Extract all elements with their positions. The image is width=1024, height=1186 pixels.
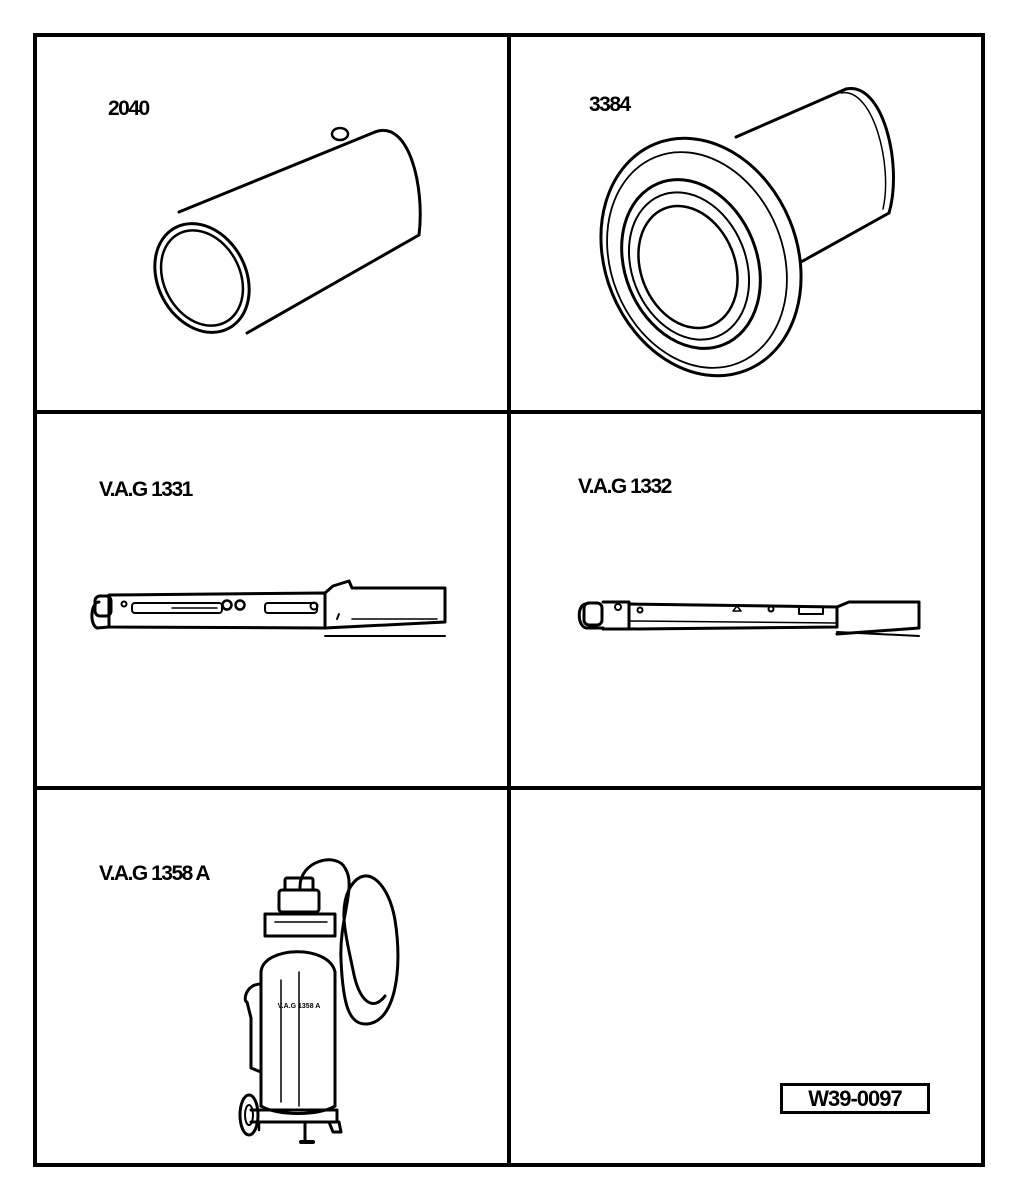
grid-divider-vertical xyxy=(507,37,511,1163)
torque-wrench-vag1332-drawing xyxy=(577,600,921,637)
figure-reference-code: W39-0097 xyxy=(808,1086,903,1111)
sleeve-2040-drawing xyxy=(153,126,422,335)
cell-tool-vag1332: V.A.G 1332 xyxy=(511,414,985,786)
tool-label-3384: 3384 xyxy=(589,93,631,116)
pressure-tank-vag1358a-drawing: V.A.G 1358 A xyxy=(238,858,400,1144)
cell-tool-3384: 3384 xyxy=(511,37,985,410)
cell-tool-vag1358a: V.A.G 1358 A xyxy=(37,790,507,1167)
cell-tool-vag1331: V.A.G 1331 xyxy=(37,414,507,786)
grid-divider-row-2 xyxy=(37,786,981,790)
cell-tool-2040: 2040 xyxy=(37,37,507,410)
tank-label-text: V.A.G 1358 A xyxy=(278,1003,321,1010)
figure-reference-box: W39-0097 xyxy=(780,1083,930,1114)
tool-label-2040: 2040 xyxy=(108,97,150,120)
tool-sheet: 2040 3384 xyxy=(33,33,985,1167)
thrust-piece-3384-drawing xyxy=(599,87,895,378)
grid-divider-row-1 xyxy=(37,410,981,414)
tool-label-vag1358a: V.A.G 1358 A xyxy=(99,862,211,885)
tool-label-vag1331: V.A.G 1331 xyxy=(99,478,193,501)
tool-label-vag1332: V.A.G 1332 xyxy=(578,475,672,498)
torque-wrench-vag1331-drawing xyxy=(90,579,447,637)
